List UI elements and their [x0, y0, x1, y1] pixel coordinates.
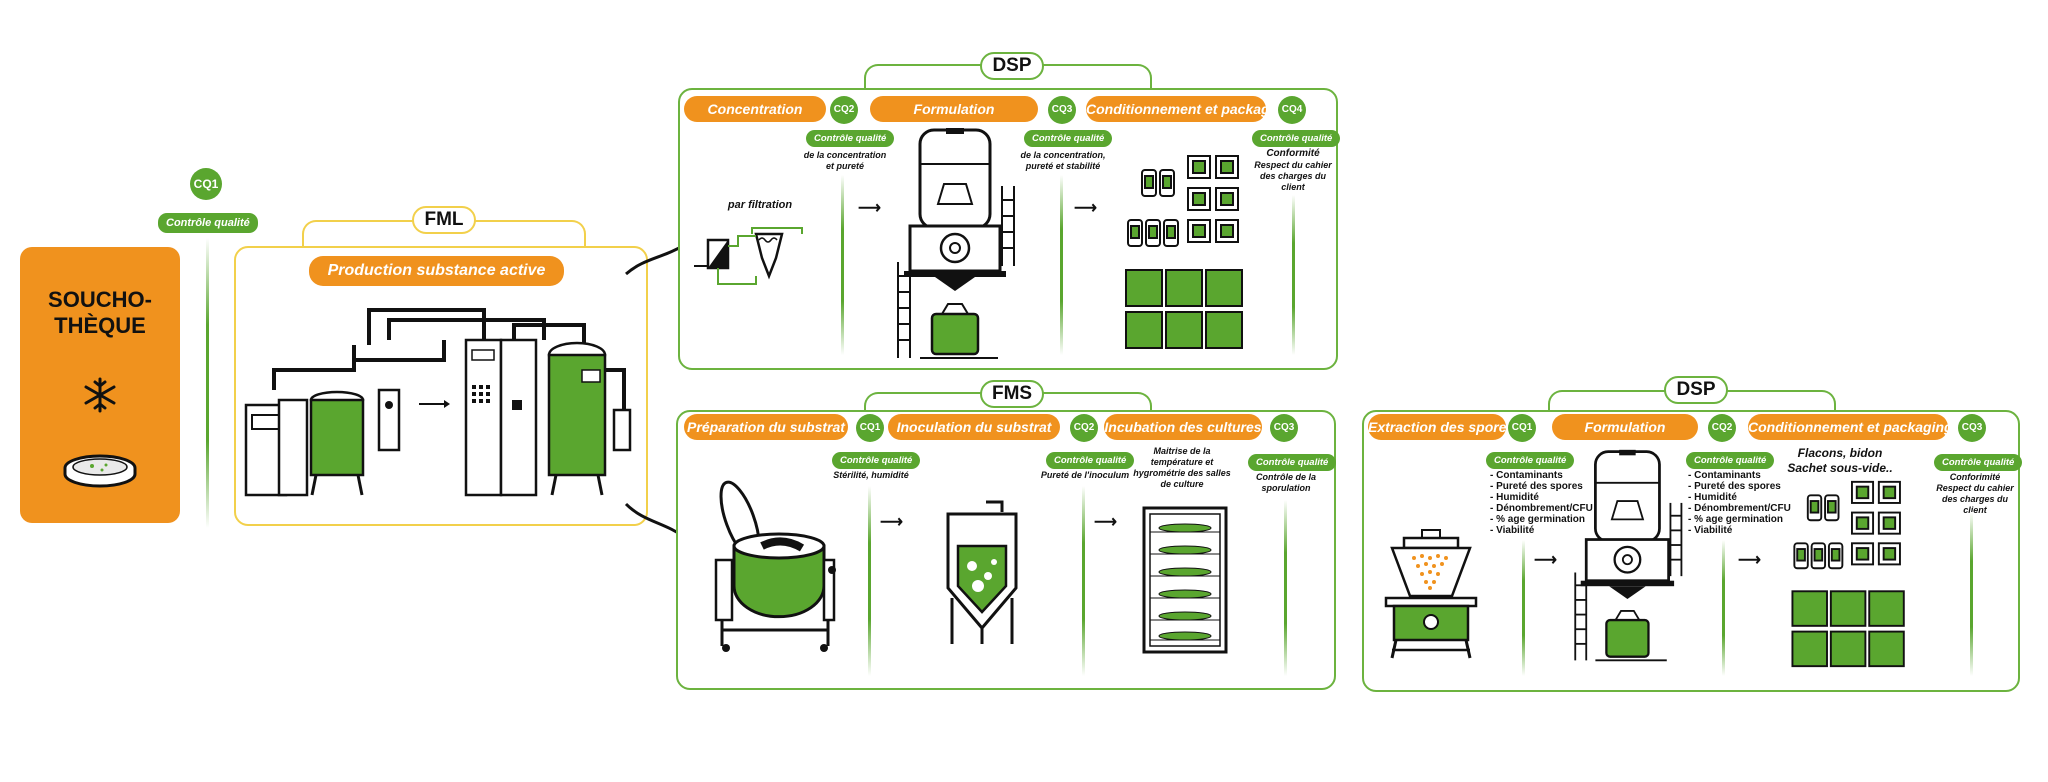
dsp-right-note-3: Respect du cahier des charges du client — [1936, 483, 2014, 515]
dsp-top-label: DSP — [980, 52, 1044, 80]
list-item: - Pureté des spores — [1688, 481, 1781, 492]
dsp-top-step-packaging: Conditionnement et packaging — [1086, 96, 1291, 122]
list-item: - Contaminants — [1490, 470, 1563, 481]
dsp-right-list-1: - Contaminants - Pureté des spores - Hum… — [1490, 470, 1593, 536]
fms-arrow-1: ⟶ — [880, 514, 903, 531]
filtration-illustration — [694, 227, 803, 285]
formulation-tank-illustration — [897, 128, 1015, 359]
fms-note-2: Pureté de l'inoculum — [1040, 470, 1130, 480]
left-qc-label: Contrôle qualité — [158, 213, 258, 233]
dsp-top-qc-line-1 — [841, 175, 844, 355]
fms-qc-2: Contrôle qualité — [1046, 452, 1135, 469]
cq1-left-badge: CQ1 — [190, 168, 222, 200]
fms-note-1: Stérilité, humidité — [833, 470, 909, 480]
list-item: - Contaminants — [1688, 470, 1761, 481]
dsp-top-note-3: Respect du cahier des charges du client — [1254, 160, 1332, 192]
dsp-right-qc-1: Contrôle qualité — [1486, 452, 1575, 469]
dsp-right-cq3-badge: CQ3 — [1958, 414, 1986, 442]
dsp-top-cq4-badge: CQ4 — [1278, 96, 1306, 124]
dsp-top-qc-2: Contrôle qualité — [1024, 130, 1113, 147]
souchotheque-box: SOUCHO- THÈQUE — [20, 247, 180, 523]
fml-step-pill: Production substance active — [309, 256, 564, 286]
dsp-right-qc-line-1 — [1522, 540, 1525, 676]
souchotheque-title-2: THÈQUE — [54, 313, 146, 338]
packaging-label-2: Sachet sous-vide.. — [1787, 461, 1893, 475]
packaging-label-1: Flacons, bidon — [1797, 446, 1883, 460]
fms-arrow-2: ⟶ — [1094, 514, 1117, 531]
list-item: - Viabilité — [1688, 525, 1733, 536]
dsp-top-step-concentration: Concentration — [684, 96, 826, 122]
souchotheque-title-1: SOUCHO- — [48, 287, 152, 312]
formulation-tank-right-illustration — [1574, 449, 1683, 662]
dsp-right-cq2-badge: CQ2 — [1708, 414, 1736, 442]
dsp-right-qc-2: Contrôle qualité — [1686, 452, 1775, 469]
fms-cq1-badge: CQ1 — [856, 414, 884, 442]
dsp-right-arrow-1: ⟶ — [1534, 552, 1557, 569]
dsp-right-step-packaging: Conditionnement et packaging — [1748, 414, 1953, 440]
dsp-top-qc-line-2 — [1060, 175, 1063, 355]
list-item: - Humidité — [1490, 492, 1539, 503]
bioreactor-plant-illustration — [244, 308, 632, 497]
list-item: - Humidité — [1688, 492, 1737, 503]
dsp-top-cq2-badge: CQ2 — [830, 96, 858, 124]
fms-step-preparation: Préparation du substrat — [684, 414, 848, 440]
list-item: - Dénombrement/CFU — [1688, 503, 1791, 514]
dsp-right-qc-line-3 — [1970, 512, 1973, 676]
dsp-right-arrow-2: ⟶ — [1738, 552, 1761, 569]
packaging-top-illustration — [1125, 155, 1243, 349]
dsp-top-cq3-badge: CQ3 — [1048, 96, 1076, 124]
fms-label: FMS — [980, 380, 1044, 408]
filtration-label: par filtration — [727, 199, 793, 211]
fms-qc-3: Contrôle qualité — [1248, 454, 1337, 471]
spore-extractor-illustration — [1384, 529, 1478, 659]
fms-qc-line-1 — [868, 486, 871, 676]
fms-qc-line-2 — [1082, 486, 1085, 676]
fms-step-inoculation: Inoculation du substrat — [888, 414, 1060, 440]
dsp-top-note-2: de la concentration, pureté et stabilité — [1020, 150, 1106, 171]
incubation-note: Maitrise de la température et hygrométri… — [1133, 446, 1231, 489]
fms-cq3-badge: CQ3 — [1270, 414, 1298, 442]
list-item: - % age germination — [1688, 514, 1784, 525]
dsp-top-arrow-1: ⟶ — [858, 200, 881, 217]
list-item: - Viabilité — [1490, 525, 1535, 536]
dsp-top-step-formulation: Formulation — [870, 96, 1038, 122]
dsp-right-step-formulation: Formulation — [1552, 414, 1698, 440]
dsp-right-qc-3: Contrôle qualité — [1934, 454, 2023, 471]
list-item: - Pureté des spores — [1490, 481, 1583, 492]
dsp-right-qc-line-2 — [1722, 540, 1725, 676]
petri-dish-icon — [63, 454, 137, 488]
incubation-rack-illustration — [1142, 506, 1228, 654]
fml-label: FML — [412, 206, 476, 234]
snowflake-icon — [84, 377, 116, 413]
left-qc-line — [206, 238, 209, 528]
list-item: - Dénombrement/CFU — [1490, 503, 1593, 514]
fms-qc-1: Contrôle qualité — [832, 452, 921, 469]
dsp-right-list-2: - Contaminants - Pureté des spores - Hum… — [1688, 470, 1791, 536]
dsp-right-cq1-badge: CQ1 — [1508, 414, 1536, 442]
packaging-right-illustration — [1791, 480, 1905, 668]
dsp-top-note-1: de la concentration et pureté — [803, 150, 887, 171]
kettle-illustration — [714, 480, 836, 652]
dsp-right-step-extraction: Extraction des spores — [1368, 414, 1514, 440]
dsp-top-qc-line-3 — [1292, 195, 1295, 355]
dsp-top-note-3-title: Conformité — [1266, 148, 1320, 159]
dsp-right-label: DSP — [1664, 376, 1728, 404]
fms-note-3: Contrôle de la sporulation — [1255, 472, 1316, 493]
inoculation-vessel-illustration — [946, 500, 1018, 644]
fms-step-incubation: Incubation des cultures — [1104, 414, 1262, 440]
dsp-top-arrow-2: ⟶ — [1074, 200, 1097, 217]
fms-cq2-badge: CQ2 — [1070, 414, 1098, 442]
dsp-right-note-3-title: Conforimité — [1949, 472, 2001, 482]
fms-qc-line-3 — [1284, 500, 1287, 676]
list-item: - % age germination — [1490, 514, 1586, 525]
dsp-top-qc-1: Contrôle qualité — [806, 130, 895, 147]
dsp-top-qc-3: Contrôle qualité — [1252, 130, 1341, 147]
